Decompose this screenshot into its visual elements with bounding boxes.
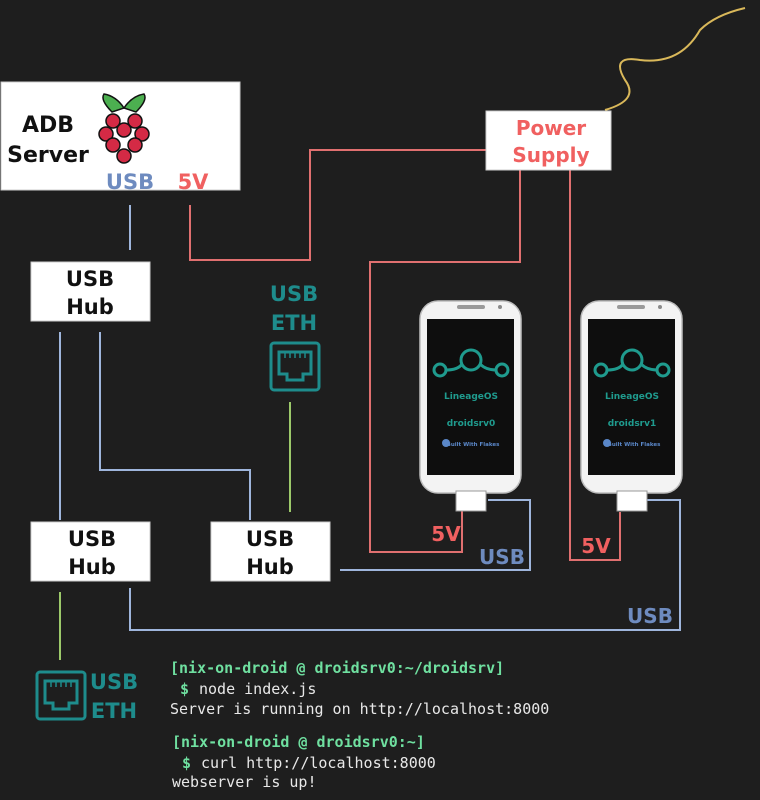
power-wires xyxy=(189,149,621,561)
power-supply-line2: Supply xyxy=(512,143,589,167)
nix-snowflake-icon xyxy=(603,439,611,447)
adb-usb-label: USB xyxy=(106,170,154,194)
lineageos-logo-icon xyxy=(432,348,510,378)
usb-eth-bottom: USB ETH xyxy=(35,670,138,723)
usb-eth-bottom-line1: USB xyxy=(90,670,138,694)
phone1-usb-port xyxy=(616,490,648,512)
usb-hub-bottom-middle: USB Hub xyxy=(210,521,331,582)
phone-droidsrv1: LineageOS droidsrv1 Built With Flakes 5V… xyxy=(580,300,683,628)
phone1-usb-label: USB xyxy=(627,604,673,628)
terminal-output-2: webserver is up! xyxy=(172,773,317,791)
phone0-hostname: droidsrv0 xyxy=(447,419,496,429)
terminal-prompt-1: [nix-on-droid @ droidsrv0:~/droidsrv] xyxy=(170,659,504,677)
power-supply-line1: Power xyxy=(516,116,586,140)
phone0-os-label: LineageOS xyxy=(444,392,498,402)
usb-eth-bottom-line2: ETH xyxy=(91,699,137,723)
usb-hub-top: USB Hub xyxy=(30,261,151,322)
usb-wires xyxy=(59,205,681,631)
phone0-usb-label: USB xyxy=(479,545,525,569)
terminal-output-1: Server is running on http://localhost:80… xyxy=(170,700,549,718)
phone0-usb-port xyxy=(455,490,487,512)
lineageos-logo-icon xyxy=(593,348,671,378)
usb-eth-top-line1: USB xyxy=(270,282,318,306)
power-supply-box: Power Supply xyxy=(485,110,612,171)
usb-hub-bottom-middle-line1: USB xyxy=(246,527,294,551)
usb-hub-bottom-left-line1: USB xyxy=(68,527,116,551)
phone-droidsrv0: LineageOS droidsrv0 Built With Flakes 5V… xyxy=(419,300,525,569)
eth-wires xyxy=(59,402,291,660)
adb-server-box: ADB Server USB 5V xyxy=(0,81,241,194)
raspberry-pi-icon xyxy=(98,93,150,164)
terminal-output: [nix-on-droid @ droidsrv0:~/droidsrv] $ … xyxy=(170,659,549,791)
usb-eth-top: USB ETH xyxy=(269,282,321,392)
phone1-5v-label: 5V xyxy=(581,534,611,558)
terminal-command-1: node index.js xyxy=(199,680,316,698)
mains-cable xyxy=(604,7,746,111)
terminal-prompt-2: [nix-on-droid @ droidsrv0:~] xyxy=(172,733,425,751)
usb-hub-bottom-left: USB Hub xyxy=(30,521,151,582)
ethernet-port-icon xyxy=(269,341,321,392)
terminal-dollar-1: $ xyxy=(180,680,189,698)
adb-server-label-line2: Server xyxy=(7,143,89,168)
terminal-command-2: curl http://localhost:8000 xyxy=(201,754,436,772)
phone1-hostname: droidsrv1 xyxy=(608,419,657,429)
adb-5v-label: 5V xyxy=(178,170,210,194)
usb-eth-top-line2: ETH xyxy=(271,311,317,335)
terminal-dollar-2: $ xyxy=(182,754,191,772)
phone0-5v-label: 5V xyxy=(431,522,461,546)
usb-hub-top-line2: Hub xyxy=(66,295,114,319)
phone0-badge: Built With Flakes xyxy=(447,442,500,448)
usb-hub-top-line1: USB xyxy=(66,267,114,291)
ethernet-port-icon xyxy=(35,670,87,721)
phone1-os-label: LineageOS xyxy=(605,392,659,402)
phone1-badge: Built With Flakes xyxy=(608,442,661,448)
adb-server-label-line1: ADB xyxy=(22,113,74,138)
usb-hub-bottom-left-line2: Hub xyxy=(68,555,116,579)
nix-snowflake-icon xyxy=(442,439,450,447)
usb-hub-bottom-middle-line2: Hub xyxy=(246,555,294,579)
